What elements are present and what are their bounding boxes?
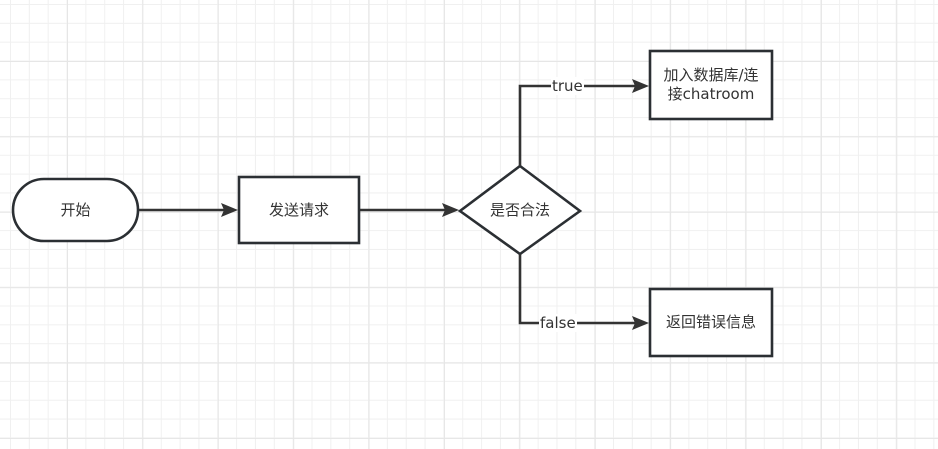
node-send-shape[interactable]: [237, 175, 361, 245]
edge-label-true: true: [551, 77, 584, 95]
node-start-shape[interactable]: [11, 177, 140, 243]
arrowhead-icon: [632, 316, 649, 330]
node-check-shape[interactable]: [457, 164, 583, 256]
node-join-shape[interactable]: [648, 49, 774, 121]
edge-label-false: false: [539, 314, 577, 332]
arrowhead-icon: [632, 79, 649, 93]
arrowhead-icon: [221, 203, 238, 217]
arrowhead-icon: [442, 203, 459, 217]
edge-check-to-error[interactable]: [518, 254, 637, 325]
node-error-shape[interactable]: [648, 287, 774, 358]
edge-check-to-join[interactable]: [518, 84, 637, 166]
